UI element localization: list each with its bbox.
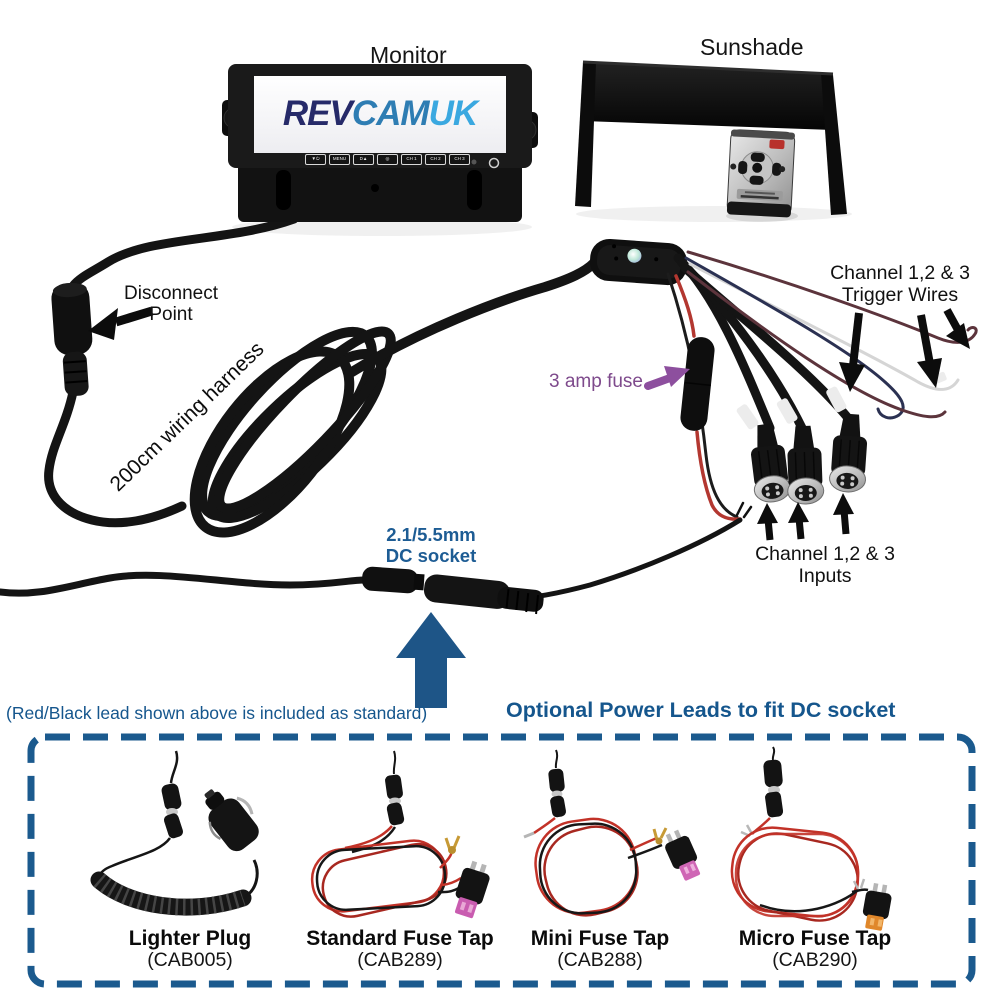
trigger-line2: Trigger Wires: [841, 284, 959, 306]
product-label-standard-fuse-tap: Standard Fuse Tap (CAB289): [290, 928, 510, 971]
product-photo-standard-fuse-tap: [310, 750, 490, 919]
product-label-lighter-plug: Lighter Plug (CAB005): [80, 928, 300, 971]
product-code: (CAB005): [147, 949, 233, 971]
channel-connectors: [736, 386, 868, 505]
junction-box: [589, 238, 688, 286]
monitor-buttons: ▼⏻ MENU D▲ ◎ CH 1 CH 2 CH 3: [305, 153, 505, 165]
monitor-button: D▲: [353, 153, 374, 165]
trigger-arrow-1-icon: [839, 362, 865, 392]
remote-control-photo: [726, 129, 796, 218]
included-note: (Red/Black lead shown above is included …: [6, 703, 428, 723]
product-code: (CAB289): [357, 949, 443, 971]
monitor-button: CH 2: [425, 153, 446, 165]
wiring-harness: [44, 214, 599, 538]
brand-logo-part2: CAM: [351, 94, 430, 133]
product-name: Standard Fuse Tap: [306, 927, 494, 950]
dc-socket-arrow-icon: [396, 612, 466, 708]
trigger-line1: Channel 1,2 & 3: [830, 262, 970, 284]
brand-logo-part1: REV: [282, 94, 353, 133]
trigger-arrow-2-icon: [917, 358, 942, 388]
monitor-label: Monitor: [370, 42, 447, 68]
product-label-mini-fuse-tap: Mini Fuse Tap (CAB288): [490, 928, 710, 971]
product-photo-mini-fuse-tap: [523, 749, 701, 917]
trigger-arrow-3-icon: [946, 323, 970, 349]
fuse-label: 3 amp fuse: [549, 371, 643, 392]
product-photo-micro-fuse-tap: [730, 746, 892, 931]
monitor-button: CH 3: [449, 153, 470, 165]
trigger-wires-label: Channel 1,2 & 3 Trigger Wires: [818, 262, 982, 306]
product-name: Micro Fuse Tap: [738, 927, 892, 950]
fuse-holder: [680, 337, 715, 431]
annotation-arrows: [88, 306, 970, 541]
monitor-photo: [222, 64, 538, 222]
inputs-line1: Channel 1,2 & 3: [755, 543, 895, 565]
optional-section-border: [27, 733, 976, 988]
brand-logo-part3: UK: [428, 94, 479, 133]
sunshade-label: Sunshade: [700, 34, 804, 60]
product-code: (CAB290): [772, 949, 858, 971]
monitor-button: ▼⏻: [305, 153, 326, 165]
monitor-button: MENU: [329, 153, 350, 165]
inputs-line2: Inputs: [798, 565, 852, 587]
disconnect-connector: [51, 282, 93, 397]
fuse-arrow-icon: [644, 366, 690, 390]
channel-inputs-label: Channel 1,2 & 3 Inputs: [745, 543, 905, 587]
input-arrow-3-icon: [833, 493, 854, 515]
input-arrow-2-icon: [788, 502, 809, 523]
disconnect-line2: Point: [149, 304, 193, 325]
product-photo-lighter-plug: [90, 750, 259, 916]
dc-socket-line2: DC socket: [385, 545, 477, 566]
disconnect-line1: Disconnect: [124, 283, 218, 304]
dc-socket-line1: 2.1/5.5mm: [386, 524, 476, 545]
brand-logo: REVCAMUK: [256, 94, 504, 134]
dc-socket: [0, 566, 544, 615]
product-label-micro-fuse-tap: Micro Fuse Tap (CAB290): [705, 928, 925, 971]
product-code: (CAB288): [557, 949, 643, 971]
optional-leads-title: Optional Power Leads to fit DC socket: [506, 698, 896, 722]
disconnect-arrow-icon: [88, 308, 118, 340]
product-name: Mini Fuse Tap: [530, 927, 670, 950]
input-arrow-1-icon: [757, 503, 778, 524]
sunshade-photo: [575, 60, 847, 215]
monitor-button: ◎: [377, 153, 398, 165]
monitor-button: CH 1: [401, 153, 422, 165]
dc-socket-label: 2.1/5.5mm DC socket: [375, 524, 487, 566]
product-name: Lighter Plug: [128, 927, 252, 950]
disconnect-point-label: Disconnect Point: [118, 283, 224, 325]
remote-power-button: [769, 139, 785, 150]
